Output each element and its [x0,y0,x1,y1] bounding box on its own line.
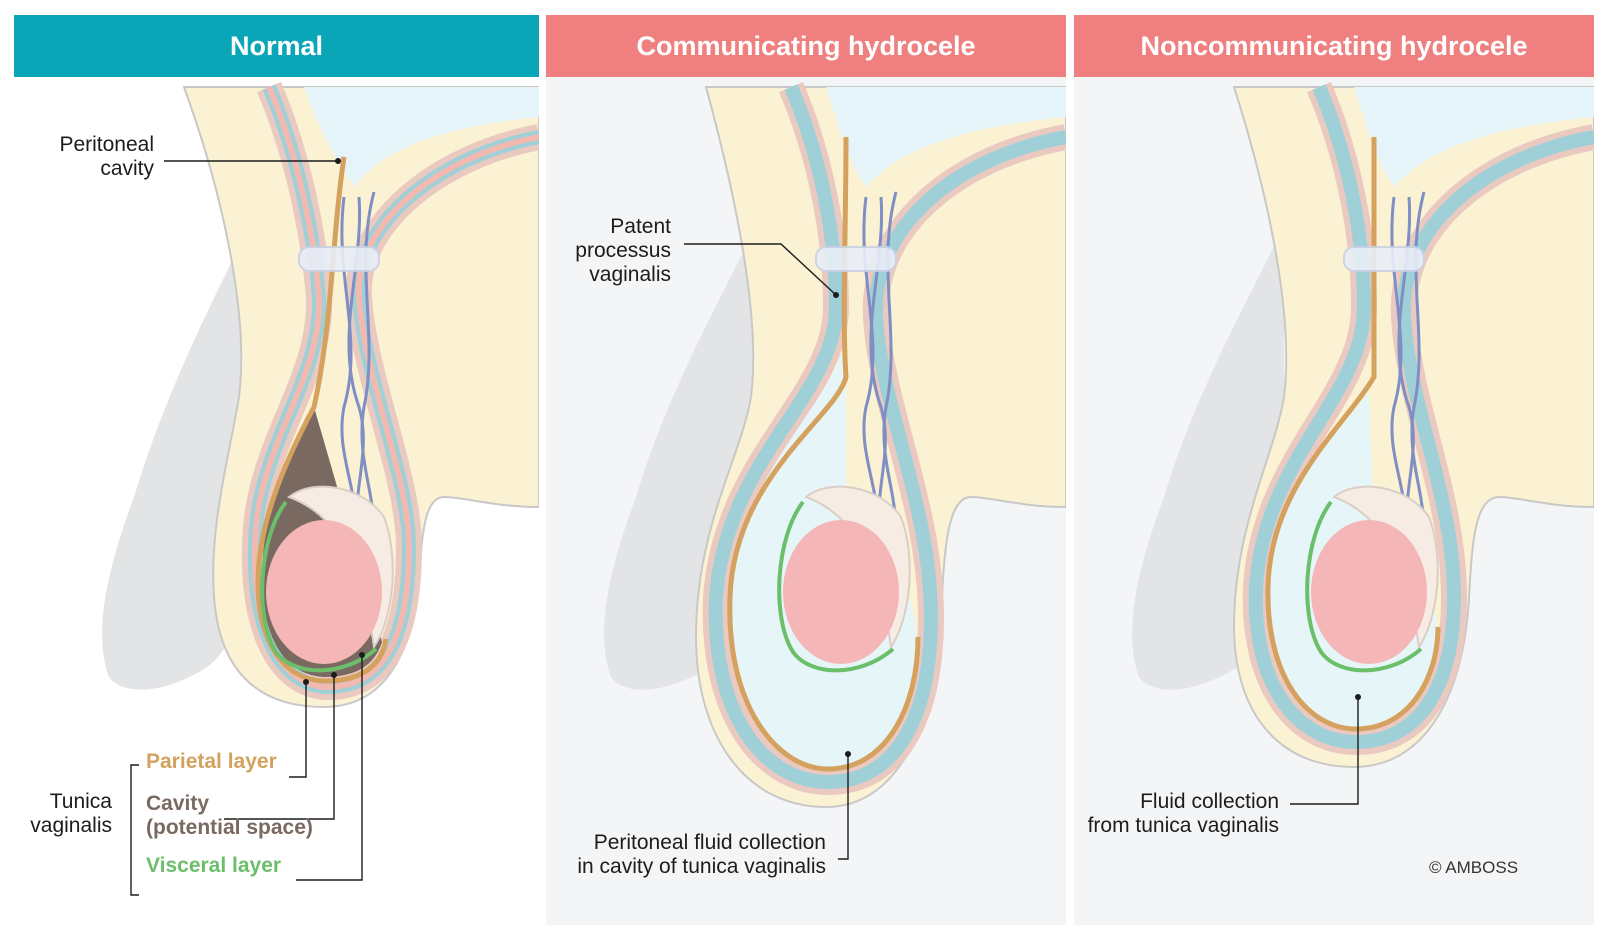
panel-title-noncommunicating: Noncommunicating hydrocele [1074,15,1594,77]
peritoneal-cavity [826,87,1066,187]
copyright-text: © AMBOSS [1429,858,1519,877]
testis [783,520,899,664]
leader-fluid-collection [838,754,849,860]
label-peritoneal-fluid-collection: Peritoneal fluid collection in cavity of… [577,831,826,878]
normal-anatomy-illustration [102,81,539,896]
leader-parietal [289,682,307,778]
inguinal-ring [815,246,897,272]
label-parietal-layer: Parietal layer [146,750,277,773]
visceral-layer [1305,500,1423,673]
noncommunicating-anatomy-illustration [1132,81,1594,805]
panel-communicating: Communicating hydrocele Patent processus… [546,15,1066,925]
parietal-layer [1265,136,1441,732]
peritoneal-cavity [304,87,539,187]
visceral-layer [260,500,378,673]
inguinal-ring [1343,246,1425,272]
leader-cavity [224,675,335,820]
panel-noncommunicating: Noncommunicating hydrocele Fluid collect… [1074,15,1594,925]
testis [1311,520,1427,664]
tunica-bracket [130,764,139,896]
label-cavity: Cavity (potential space) [146,792,313,839]
communicating-anatomy-illustration [604,81,1066,860]
inguinal-ring [298,246,380,272]
leader-fluid-collection [1290,697,1359,805]
visceral-layer [777,500,895,673]
leader-visceral [296,655,363,881]
peritoneal-cavity [1354,87,1594,187]
label-patent-processus: Patent processus vaginalis [575,215,671,286]
panel-normal: Normal [14,15,539,925]
leader-patent-processus [684,243,837,296]
testis [266,520,382,664]
panel-title-normal: Normal [14,15,539,77]
label-peritoneal-cavity: Peritoneal cavity [59,133,154,180]
label-fluid-collection: Fluid collection from tunica vaginalis [1087,790,1279,837]
label-visceral-layer: Visceral layer [146,854,282,877]
label-tunica-vaginalis: Tunica vaginalis [30,790,112,837]
panel-title-communicating: Communicating hydrocele [546,15,1066,77]
parietal-layer [727,136,921,772]
